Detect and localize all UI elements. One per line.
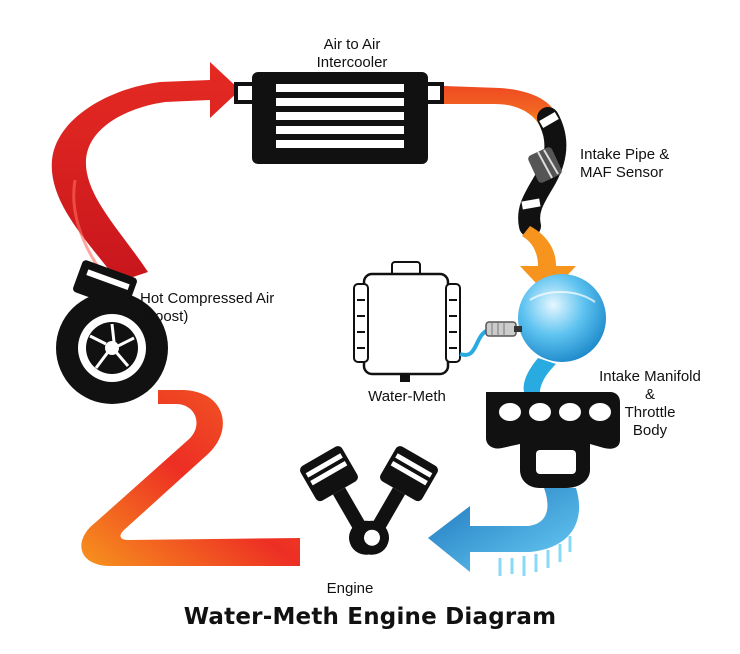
warm-air-arrow [444, 86, 558, 126]
mist-flow-arrow [523, 358, 556, 392]
spray-chamber-icon [518, 274, 606, 362]
engine-pistons-icon [300, 446, 438, 555]
water-meth-label: Water-Meth [368, 388, 446, 405]
turbocharger-icon [56, 260, 168, 404]
intake-manifold-label: Intake Manifold & Throttle Body [599, 368, 701, 439]
intercooler-label: Air to Air Intercooler [316, 36, 388, 71]
engine-label: Engine [326, 580, 374, 597]
intake-pipe-icon [518, 107, 567, 237]
diagram-title: Water-Meth Engine Diagram [183, 604, 557, 630]
nozzle-icon [459, 321, 522, 357]
turbo-label: Hot Compressed Air (Boost) [140, 290, 275, 325]
exhaust-flow-arrow [81, 390, 300, 566]
hot-air-arrow [51, 62, 240, 282]
intake-pipe-label: Intake Pipe & MAF Sensor [580, 146, 670, 181]
cold-charge-arrow [428, 488, 580, 576]
intercooler-icon [234, 72, 444, 164]
water-meth-tank-icon [353, 261, 461, 382]
intake-manifold-icon [486, 392, 620, 488]
